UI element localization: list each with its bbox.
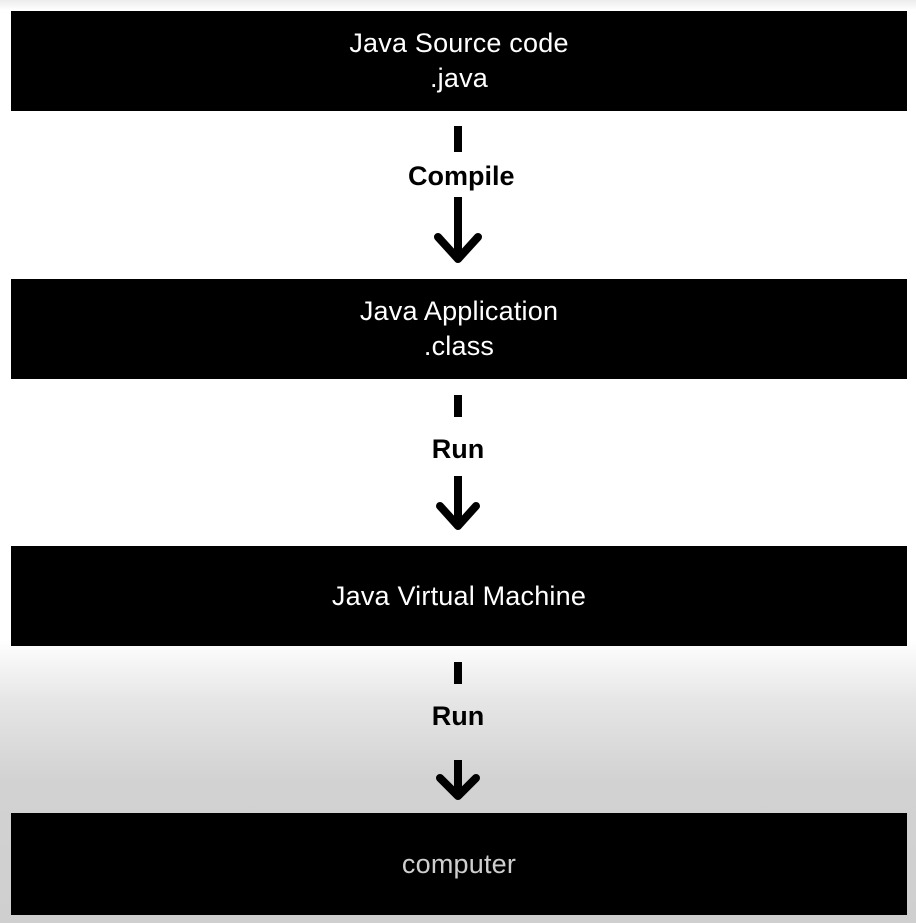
connector-dash (454, 126, 462, 152)
computer-title: computer (401, 848, 517, 879)
compile-label: Compile (408, 161, 515, 191)
computer-box: computer (11, 813, 907, 915)
down-arrow-icon (436, 760, 480, 800)
run-label-2: Run (431, 701, 485, 731)
source-code-box: Java Source code .java (11, 11, 907, 111)
run-connector-2: Run (408, 660, 508, 800)
run-connector-1: Run (408, 393, 508, 533)
compile-connector: Compile (408, 125, 515, 265)
run-label-1: Run (431, 434, 485, 464)
jvm-title: Java Virtual Machine (331, 580, 587, 611)
down-arrow-icon (436, 476, 480, 530)
application-extension: .class (423, 331, 495, 361)
application-title: Java Application (359, 296, 559, 326)
connector-dash (454, 662, 462, 684)
source-code-title: Java Source code (349, 28, 569, 58)
application-box: Java Application .class (11, 279, 907, 379)
source-code-extension: .java (429, 63, 489, 93)
jvm-box: Java Virtual Machine (11, 546, 907, 646)
connector-dash (454, 395, 462, 417)
down-arrow-icon (434, 197, 482, 263)
